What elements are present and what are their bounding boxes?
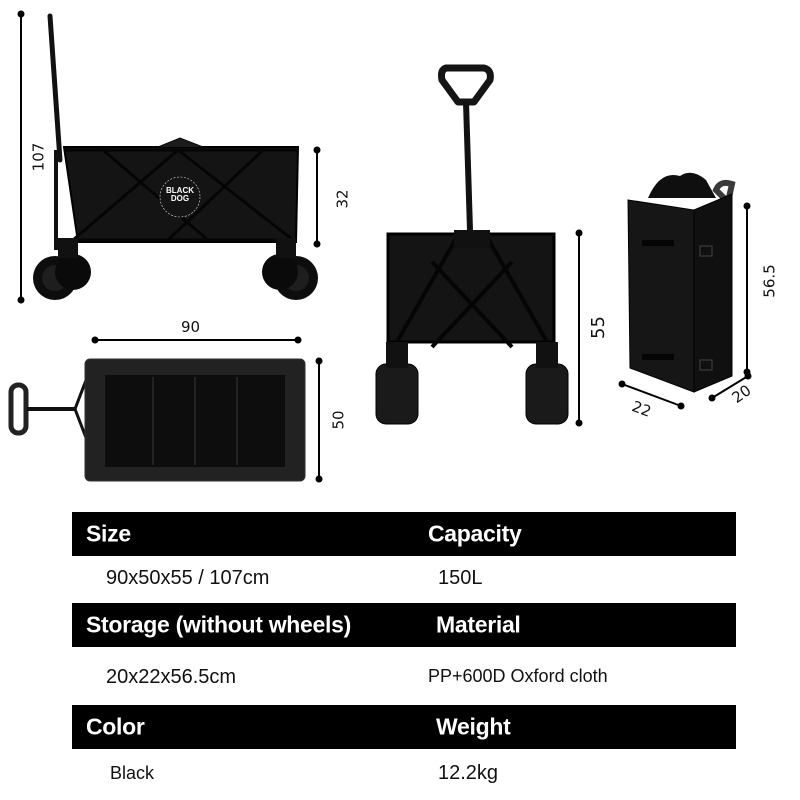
- spec-value-color: Black: [110, 763, 155, 783]
- spec-value-material: PP+600D Oxford cloth: [428, 666, 608, 686]
- dimension-line-32: [313, 146, 321, 248]
- spec-value-capacity: 150L: [438, 567, 483, 589]
- dimension-label-90: 90: [181, 318, 201, 336]
- brand-logo: BLACK DOG: [166, 186, 194, 203]
- dimension-line-50: [315, 357, 323, 483]
- spec-header-row-1: Size Capacity: [72, 512, 736, 556]
- spec-value-weight: 12.2kg: [438, 762, 499, 784]
- dimension-label-55: 55: [587, 316, 609, 339]
- spec-header-material: Material: [436, 611, 521, 638]
- dimension-line-90: [91, 336, 302, 344]
- spec-header-row-3: Color Weight: [72, 705, 736, 749]
- dimension-line-107: [17, 10, 25, 304]
- dimension-line-22: [618, 380, 685, 410]
- dimension-line-56-5: [743, 202, 751, 376]
- spec-header-capacity: Capacity: [428, 520, 522, 547]
- spec-header-storage: Storage (without wheels): [86, 611, 351, 638]
- dimension-label-50: 50: [329, 410, 348, 430]
- dimension-label-56-5: 56.5: [760, 264, 779, 298]
- dimension-label-32: 32: [333, 189, 352, 209]
- spec-value-size: 90x50x55 / 107cm: [106, 567, 270, 589]
- dimension-line-55: [575, 229, 583, 427]
- spec-header-color: Color: [86, 713, 145, 740]
- wagon-folded-icon: [627, 172, 736, 393]
- wagon-side-icon: [33, 13, 318, 300]
- spec-value-storage: 20x22x56.5cm: [106, 666, 237, 688]
- spec-header-size: Size: [86, 520, 131, 547]
- wagon-top-icon: [8, 358, 306, 482]
- wagon-front-icon: [375, 64, 569, 425]
- dimension-line-20: [708, 372, 752, 402]
- spec-header-weight: Weight: [436, 713, 511, 740]
- spec-header-row-2: Storage (without wheels) Material: [72, 603, 736, 647]
